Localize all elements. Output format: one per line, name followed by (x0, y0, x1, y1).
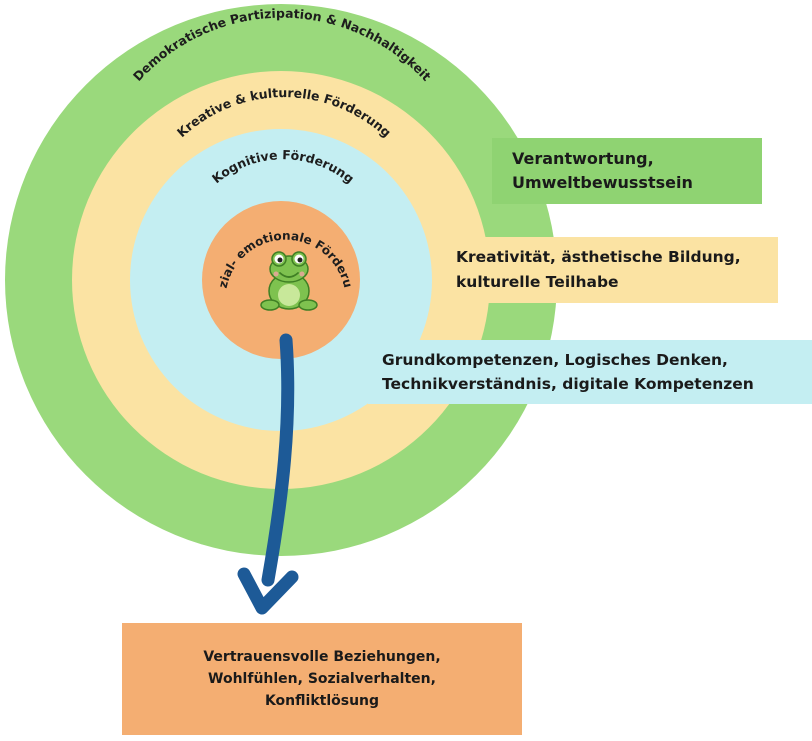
box-grundkompetenzen: Grundkompetenzen, Logisches Denken, Tech… (368, 340, 812, 404)
box-grundkompetenzen-line-1: Grundkompetenzen, Logisches Denken, (382, 351, 728, 369)
box-vertrauensvolle-beziehungen: Vertrauensvolle Beziehungen, Wohlfühlen,… (122, 623, 522, 735)
arrow-shaft (261, 333, 295, 587)
box-verantwortung-line-2: Umweltbewusstsein (512, 173, 693, 192)
box-grundkompetenzen-line-2: Technikverständnis, digitale Kompetenzen (382, 375, 754, 393)
box-kreativitaet: Kreativität, ästhetische Bildung, kultur… (440, 237, 778, 303)
box-vertrauensvolle-line-1: Vertrauensvolle Beziehungen, (203, 649, 441, 665)
arrow-head (237, 567, 299, 615)
box-vertrauensvolle-line-3: Konfliktlösung (264, 693, 380, 709)
frog-icon (260, 251, 318, 311)
box-kreativitaet-line-2: kulturelle Teilhabe (456, 273, 619, 291)
box-kreativitaet-line-1: Kreativität, ästhetische Bildung, (456, 248, 741, 266)
box-verantwortung-line-1: Verantwortung, (512, 149, 654, 168)
box-verantwortung: Verantwortung, Umweltbewusstsein (492, 138, 762, 204)
box-vertrauensvolle-line-2: Wohlfühlen, Sozialverhalten, (208, 671, 436, 687)
